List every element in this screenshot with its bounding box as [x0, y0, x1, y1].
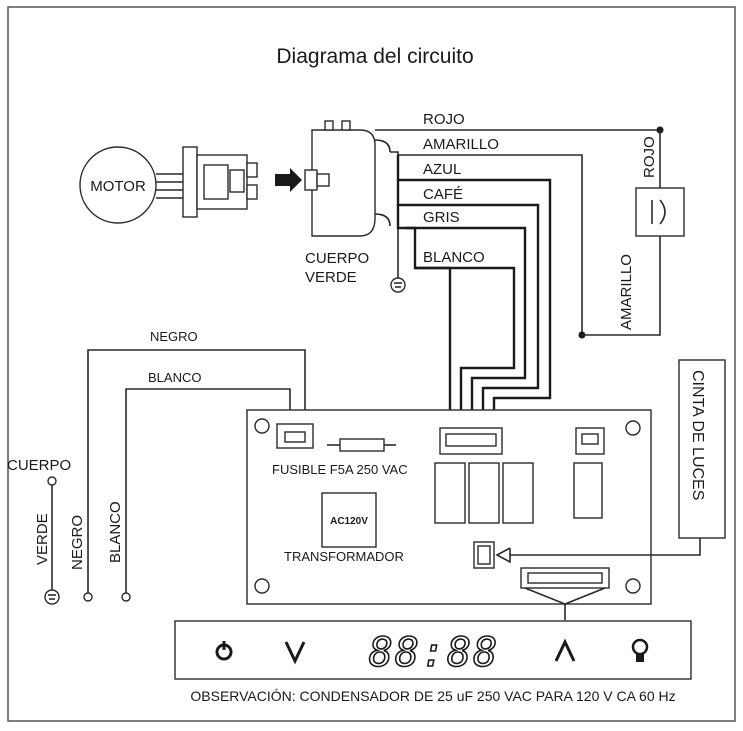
- relay-3: [502, 462, 534, 524]
- chevron-up-icon: [554, 638, 576, 662]
- wire-label-cafe: CAFÉ: [423, 186, 463, 203]
- fuse: [327, 438, 396, 452]
- power-label-blanco-vertical: BLANCO: [107, 501, 124, 563]
- transformer-box-label: AC120V: [330, 516, 368, 527]
- fuse-label: FUSIBLE F5A 250 VAC: [272, 462, 408, 477]
- relay-1: [434, 462, 466, 524]
- footnote: OBSERVACIÓN: CONDENSADOR DE 25 uF 250 VA…: [190, 688, 675, 704]
- capacitor-wire-amarillo: [582, 236, 661, 336]
- relay-2: [468, 462, 500, 524]
- motor-label: MOTOR: [90, 178, 146, 195]
- wire-label-gris: GRIS: [423, 209, 460, 226]
- motor: MOTOR: [79, 146, 157, 224]
- power-label-cuerpo: CUERPO: [7, 457, 71, 474]
- ground-icon: [390, 228, 406, 293]
- arrow-icon: [275, 168, 302, 192]
- display-panel: 88:88: [174, 620, 692, 680]
- light-strip: CINTA DE LUCES: [495, 359, 726, 564]
- relay-4: [573, 462, 603, 519]
- capacitor-label-amarillo: AMARILLO: [618, 254, 635, 330]
- ground-icon-power: [44, 589, 60, 605]
- power-icon: [215, 641, 233, 661]
- control-board: FUSIBLE F5A 250 VAC AC120V TRANSFORMADOR: [246, 409, 652, 605]
- wire-label-amarillo: AMARILLO: [423, 136, 499, 153]
- light-bulb-icon: [631, 638, 649, 662]
- wire-label-blanco: BLANCO: [423, 249, 485, 266]
- connector-label-line2: VERDE: [305, 269, 357, 286]
- connector-label-line1: CUERPO: [305, 250, 369, 267]
- motor-circle: [79, 146, 157, 224]
- diagram-title: Diagrama del circuito: [276, 45, 473, 68]
- transformer-label: TRANSFORMADOR: [284, 549, 404, 564]
- wire-label-rojo: ROJO: [423, 111, 465, 128]
- wire-blanco-branch: [415, 266, 452, 428]
- wire-gris: [396, 205, 527, 428]
- wire-negro-power: [87, 349, 306, 595]
- green-body-connector: [304, 120, 391, 237]
- display-digits: 88:88: [369, 630, 499, 676]
- capacitor: [635, 187, 685, 237]
- power-label-blanco: BLANCO: [148, 370, 201, 385]
- transformer: [321, 492, 377, 548]
- power-label-negro: NEGRO: [150, 329, 198, 344]
- wire-blanco-power: [125, 388, 291, 595]
- wire-blanco: [405, 226, 516, 428]
- motor-plug: [156, 146, 258, 218]
- chevron-down-icon: [284, 641, 306, 665]
- diagram-frame: [7, 6, 736, 722]
- capacitor-label-rojo: ROJO: [641, 136, 658, 178]
- power-label-negro-vertical: NEGRO: [69, 515, 86, 570]
- light-strip-label: CINTA DE LUCES: [689, 370, 706, 500]
- wire-cafe: [396, 180, 540, 428]
- wire-label-azul: AZUL: [423, 161, 461, 178]
- wire-azul: [396, 155, 552, 428]
- power-label-verde: VERDE: [34, 513, 51, 565]
